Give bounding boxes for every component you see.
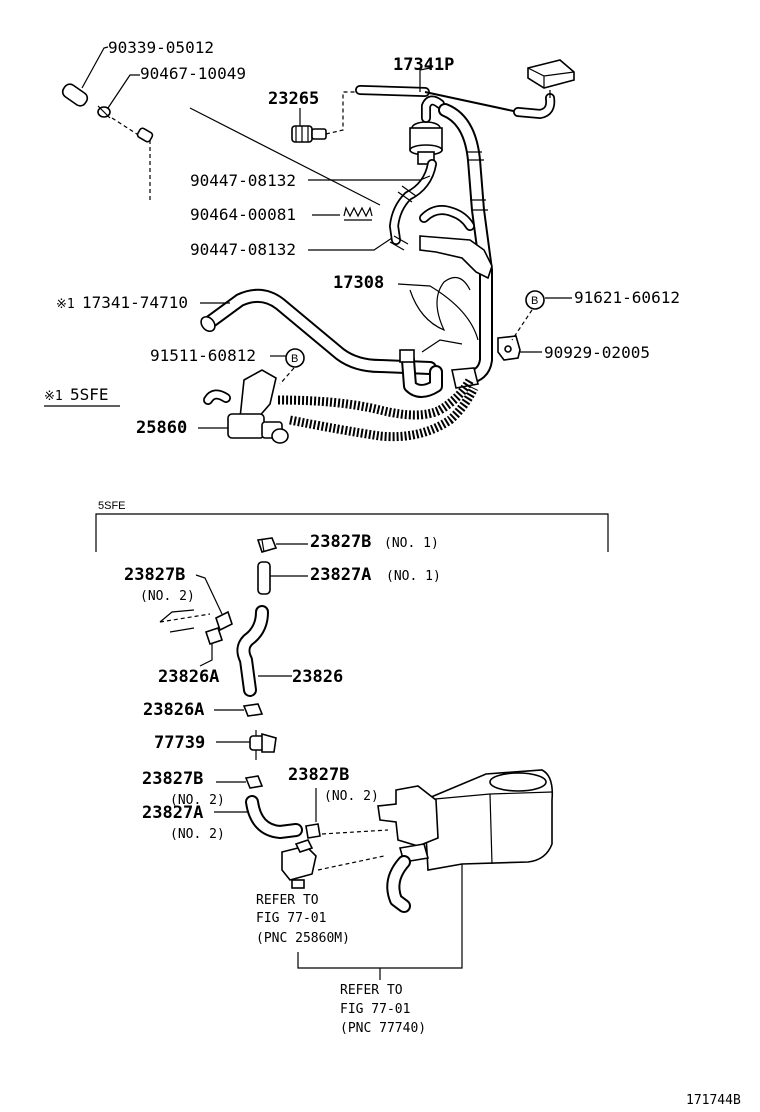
- hose-17341-74710[interactable]: [198, 288, 443, 398]
- hose-clamp-lower[interactable]: [451, 367, 479, 389]
- note-23827A-no1: (NO. 1): [386, 569, 441, 584]
- braided-hose-25860[interactable]: [277, 377, 479, 442]
- svg-text:FIG 77-01: FIG 77-01: [256, 911, 326, 926]
- note-23827B-no2-b: (NO. 2): [170, 793, 225, 808]
- label-90929-02005: 90929-02005: [544, 343, 650, 362]
- charcoal-canister-77740[interactable]: [377, 769, 554, 913]
- svg-text:(PNC 77740): (PNC 77740): [340, 1021, 426, 1036]
- label-90447-08132-a: 90447-08132: [190, 171, 296, 190]
- label-23826: 23826: [292, 667, 343, 687]
- part-23827B-no1[interactable]: [256, 537, 278, 553]
- part-90464-clamp[interactable]: [343, 206, 373, 221]
- label-91511-60812: 91511-60812: [150, 346, 256, 365]
- part-23265-valve[interactable]: [291, 125, 327, 143]
- vacuum-switch-connector[interactable]: [527, 59, 575, 89]
- part-23827A-no1[interactable]: [257, 561, 271, 595]
- hose-17308-main[interactable]: [438, 103, 493, 385]
- label-23826A-b: 23826A: [143, 700, 204, 720]
- label-23827A-no1: 23827A: [310, 565, 371, 585]
- label-23827B-no1: 23827B: [310, 532, 371, 552]
- footnote-5sfe: ※1 5SFE: [44, 385, 120, 407]
- ref-canister: REFER TO FIG 77-01 (PNC 77740): [340, 983, 426, 1036]
- label-91621-60612: 91621-60612: [574, 288, 680, 307]
- label-17341-74710: 17341-74710: [82, 293, 188, 312]
- part-23827A-no2[interactable]: [245, 795, 303, 839]
- note-23827B-no1: (NO. 1): [384, 536, 439, 551]
- svg-text:REFER TO: REFER TO: [256, 893, 319, 908]
- label-23826A-a: 23826A: [158, 667, 219, 687]
- note-23827B-no2-a: (NO. 2): [140, 589, 195, 604]
- label-17341-74710-marker: ※1: [56, 297, 75, 312]
- label-17308: 17308: [333, 273, 384, 293]
- main-diagram: 90339-05012 90467-10049 23265: [44, 38, 680, 444]
- label-90467-10049: 90467-10049: [140, 64, 246, 83]
- label-90447-08132-b: 90447-08132: [190, 240, 296, 259]
- label-23827B-no2-b: 23827B: [142, 769, 203, 789]
- ref-b-left: B: [285, 348, 305, 368]
- part-vacuum-modulator[interactable]: [409, 95, 445, 165]
- part-23826-hose[interactable]: [236, 605, 269, 697]
- footnote-marker: ※1: [44, 389, 63, 404]
- part-77739-valve[interactable]: [249, 730, 277, 760]
- hose-17341P[interactable]: [355, 85, 556, 120]
- part-23826A-clamp[interactable]: [242, 703, 264, 717]
- part-90467-clip[interactable]: [97, 105, 111, 119]
- label-90339-05012: 90339-05012: [108, 38, 214, 57]
- label-17341P: 17341P: [393, 55, 454, 75]
- label-23827B-no2-c: 23827B: [288, 765, 349, 785]
- inset-5sfe: 5SFE 23827B (NO. 1) 23827A (NO. 1) 23827…: [95, 500, 609, 1036]
- part-90339-plug[interactable]: [60, 82, 89, 108]
- part-17308-bracket[interactable]: [409, 235, 493, 353]
- label-23827A-no2: 23827A: [142, 803, 203, 823]
- part-23827B-no2-b[interactable]: [244, 775, 264, 789]
- inset-title: 5SFE: [98, 500, 126, 512]
- label-90464-00081: 90464-00081: [190, 205, 296, 224]
- vsv-25860M[interactable]: [281, 839, 317, 889]
- svg-text:B: B: [291, 353, 298, 365]
- ref-vsv: REFER TO FIG 77-01 (PNC 25860M): [256, 893, 350, 946]
- svg-text:FIG 77-01: FIG 77-01: [340, 1002, 410, 1017]
- label-25860: 25860: [136, 418, 187, 438]
- footnote-text: 5SFE: [70, 385, 109, 404]
- ref-b-right: B: [525, 290, 545, 310]
- part-23827B-no2-a[interactable]: [204, 610, 233, 646]
- note-23827A-no2: (NO. 2): [170, 827, 225, 842]
- figure-id: 171744B: [686, 1093, 741, 1108]
- label-77739: 77739: [154, 733, 205, 753]
- part-23827B-no2-c[interactable]: [305, 823, 321, 839]
- note-23827B-no2-c: (NO. 2): [324, 789, 379, 804]
- label-23827B-no2-a: 23827B: [124, 565, 185, 585]
- svg-text:REFER TO: REFER TO: [340, 983, 403, 998]
- label-23265: 23265: [268, 89, 319, 109]
- svg-text:B: B: [531, 295, 538, 307]
- svg-text:(PNC 25860M): (PNC 25860M): [256, 931, 350, 946]
- part-25860-vsv[interactable]: [203, 369, 289, 444]
- part-90929-bracket[interactable]: [497, 335, 521, 361]
